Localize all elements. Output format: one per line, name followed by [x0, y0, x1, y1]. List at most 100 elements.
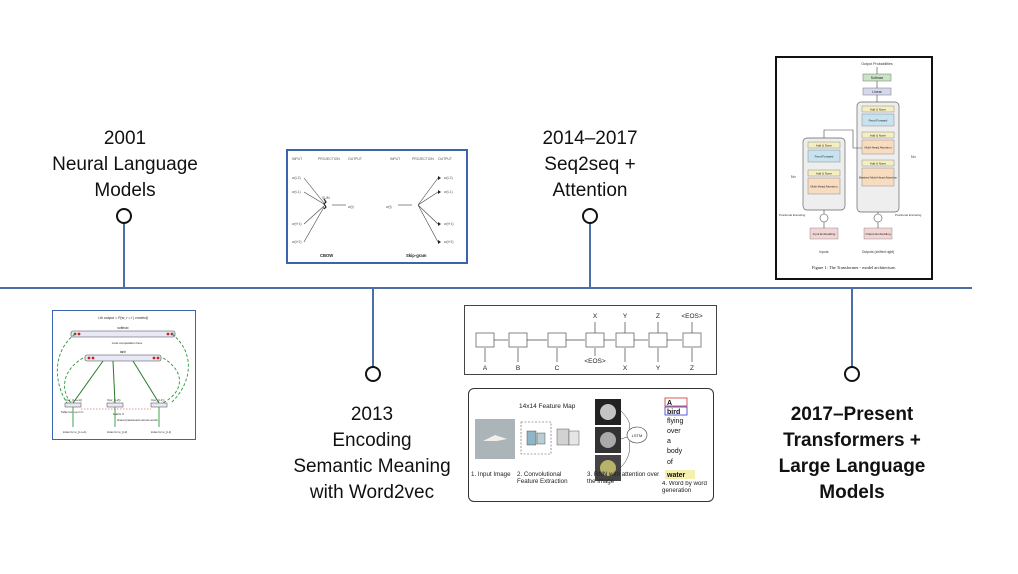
- s2s-top-eos: <EOS>: [681, 313, 703, 320]
- tf-outputs: Outputs (shifted right): [862, 250, 895, 254]
- s2s-top-y: Y: [623, 313, 628, 320]
- w2v-left-input-3: w(t+1): [292, 222, 302, 226]
- tf-dec-feedforward: Feed Forward: [869, 119, 888, 123]
- tf-pos-enc-left: Positional Encoding: [779, 213, 806, 217]
- timeline-node-2017[interactable]: [844, 366, 860, 382]
- nplm-index-2: index for w_{t-2}: [107, 430, 127, 434]
- tf-dec-addnorm-3: Add & Norm: [870, 162, 887, 166]
- cap-step-3: 3. RNN with attention over the image: [587, 471, 660, 485]
- milestone-2013-line4: with Word2vec: [309, 482, 435, 503]
- nplm-matrix-c: Matrix C: [113, 412, 125, 416]
- cap-word-5: a: [667, 438, 671, 445]
- nplm-shared-params: shared parameters across words: [117, 418, 158, 422]
- milestone-label-2001: 2001 Neural Language Models: [30, 126, 220, 204]
- nplm-index-1: index for w_{t-n+1}: [63, 430, 86, 434]
- timeline-node-2014[interactable]: [582, 208, 598, 224]
- w2v-header-3: OUTPUT: [348, 157, 362, 161]
- nplm-top-label: i-th output = P(w_t = i | context): [98, 316, 148, 320]
- w2v-caption-cbow: CBOW: [320, 253, 333, 258]
- milestone-label-2017: 2017–Present Transformers + Large Langua…: [762, 402, 942, 506]
- tf-dec-addnorm-2: Add & Norm: [870, 134, 887, 138]
- milestone-label-2014: 2014–2017 Seq2seq + Attention: [500, 126, 680, 204]
- tf-dec-masked-mha: Masked Multi-Head Attention: [859, 176, 898, 180]
- milestone-2017-line4: Models: [819, 482, 885, 503]
- cap-step-1: 1. Input Image: [471, 471, 511, 478]
- w2v-left-input-2: w(t-1): [292, 190, 301, 194]
- cap-word-2: bird: [667, 409, 680, 416]
- tf-pos-enc-right: Positional Encoding: [895, 213, 922, 217]
- tf-inputs: Inputs: [819, 250, 829, 254]
- milestone-2014-line2: Seq2seq +: [544, 154, 636, 175]
- s2s-bottom-z: Z: [690, 365, 694, 372]
- tf-softmax: Softmax: [871, 76, 884, 80]
- tf-enc-addnorm-2: Add & Norm: [816, 172, 833, 176]
- milestone-2013-year: 2013: [350, 404, 394, 425]
- w2v-header-2: PROJECTION: [318, 157, 340, 161]
- tf-input-embedding: Input Embedding: [813, 232, 836, 236]
- s2s-cell: [585, 332, 605, 348]
- cap-step-2: 2. Convolutional Feature Extraction: [517, 471, 568, 485]
- tf-output-probs: Output Probabilities: [861, 62, 893, 66]
- timeline-node-2001[interactable]: [116, 208, 132, 224]
- cap-word-3: flying: [667, 418, 683, 425]
- tf-enc-feedforward: Feed Forward: [815, 155, 834, 159]
- cap-lstm: LSTM: [632, 433, 643, 438]
- w2v-cbow-output: w(t): [348, 205, 354, 209]
- tf-nx-left: N×: [791, 174, 797, 179]
- w2v-header-5: PROJECTION: [412, 157, 434, 161]
- cap-word-6: body: [667, 448, 683, 455]
- nplm-softmax: softmax: [117, 326, 129, 330]
- nplm-c-label-3: C(w_{t-1}): [151, 398, 165, 402]
- stem-2013: [372, 288, 374, 368]
- nplm-c-label-1: C(w_{t-n+1}): [65, 398, 82, 402]
- milestone-2001-line2: Neural Language: [52, 154, 198, 175]
- tf-nx-right: N×: [911, 154, 917, 159]
- s2s-top-z: Z: [656, 313, 660, 320]
- stem-2001: [123, 223, 125, 288]
- seq2seq-figure: X Y Z <EOS> A B C <EOS> X Y Z: [464, 305, 717, 375]
- s2s-cell: [475, 332, 495, 348]
- transformer-diagram: Output Probabilities Softmax Linear Add …: [779, 62, 922, 270]
- milestone-2017-line3: Large Language: [778, 456, 926, 477]
- stem-2014: [589, 223, 591, 288]
- cap-step-4: 4. Word by word generation: [662, 481, 707, 494]
- milestone-2013-line2: Encoding: [332, 430, 412, 451]
- w2v-left-input-4: w(t+2): [292, 240, 302, 244]
- tf-enc-addnorm-1: Add & Norm: [816, 144, 833, 148]
- stem-2017: [851, 288, 853, 368]
- w2v-left-input-1: w(t-2): [292, 176, 301, 180]
- s2s-cell: [648, 332, 668, 348]
- w2v-sg-input: w(t): [386, 205, 392, 209]
- w2v-right-output-1: w(t-2): [444, 176, 453, 180]
- w2v-header-4: INPUT: [390, 157, 400, 161]
- s2s-top-x: X: [593, 313, 598, 320]
- bird-shape: [483, 435, 507, 441]
- s2s-bottom-c: C: [555, 365, 560, 372]
- w2v-sum-label: SUM: [322, 196, 330, 200]
- milestone-2014-line3: Attention: [552, 180, 628, 201]
- cap-word-7: of: [667, 459, 673, 466]
- nplm-index-3: index for w_{t-1}: [151, 430, 171, 434]
- seq2seq-diagram: X Y Z <EOS> A B C <EOS> X Y Z: [475, 313, 703, 372]
- transformer-figure: Output Probabilities Softmax Linear Add …: [775, 56, 933, 280]
- cap-word-1: A: [667, 400, 672, 407]
- nplm-tanh: tanh: [120, 350, 126, 354]
- milestone-2014-year: 2014–2017: [542, 128, 638, 149]
- milestone-2001-year: 2001: [103, 128, 147, 149]
- milestone-2001-line3: Models: [94, 180, 156, 201]
- s2s-cell: [682, 332, 702, 348]
- tf-linear: Linear: [872, 90, 882, 94]
- nplm-diagram: i-th output = P(w_t = i | context) softm…: [56, 316, 189, 434]
- tf-dec-addnorm-1: Add & Norm: [870, 108, 887, 112]
- s2s-cell: [547, 332, 567, 348]
- nplm-c-label-2: C(w_{t-2}): [107, 398, 121, 402]
- cap-word-4: over: [667, 428, 681, 435]
- milestone-label-2013: 2013 Encoding Semantic Meaning with Word…: [276, 402, 468, 506]
- timeline-node-2013[interactable]: [365, 366, 381, 382]
- s2s-cell: [508, 332, 528, 348]
- milestone-2017-line2: Transformers +: [783, 430, 921, 451]
- milestone-2017-year: 2017–Present: [790, 404, 914, 425]
- w2v-right-output-4: w(t+2): [444, 240, 454, 244]
- s2s-bottom-a: A: [483, 365, 488, 372]
- captioning-figure: 14x14 Feature Map LSTM A bird flying ove…: [468, 388, 714, 502]
